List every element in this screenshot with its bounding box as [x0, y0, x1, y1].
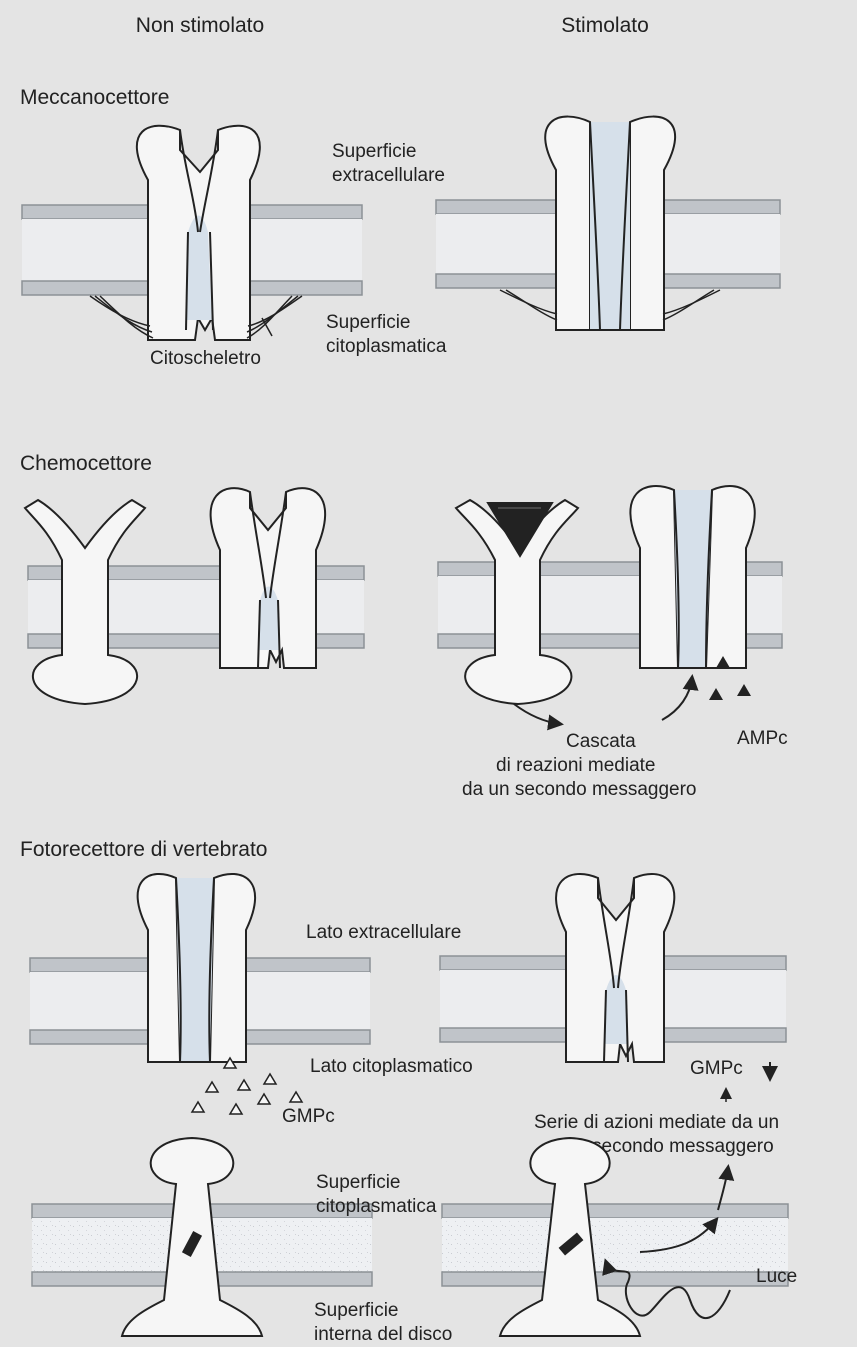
label-cascade-line1: Cascata — [566, 731, 636, 752]
section-title-photoreceptor: Fotorecettore di vertebrato — [20, 838, 267, 861]
chemo-left-channel-closed — [211, 488, 326, 668]
label-cytoskeleton: Citoscheletro — [150, 348, 261, 369]
photo-right-disc-membrane — [442, 1204, 788, 1286]
section-title-mechanoreceptor: Meccanocettore — [20, 86, 169, 109]
label-cytoplasmic-surface-line1: Superficie — [326, 312, 411, 333]
label-series-line1: Serie di azioni mediate da un — [534, 1112, 779, 1133]
label-cytoplasmic-side: Lato citoplasmatico — [310, 1056, 473, 1077]
cascade-arrow-right — [662, 678, 692, 720]
label-cgmp-left: GMPc — [282, 1106, 335, 1127]
photo-right-channel-closed — [556, 874, 674, 1062]
label-extracellular-surface-line2: extracellulare — [332, 165, 445, 186]
column-header-stimulated: Stimolato — [561, 14, 649, 37]
label-cascade-line2: di reazioni mediate — [496, 755, 655, 776]
mechano-left-channel-closed — [137, 126, 260, 340]
label-cytoplasmic-surface-disc-line1: Superficie — [316, 1172, 401, 1193]
label-inner-disc-line2: interna del disco — [314, 1324, 452, 1345]
section-title-chemoreceptor: Chemocettore — [20, 452, 152, 475]
chemo-right-channel-open — [630, 486, 754, 668]
cascade-arrow-left — [514, 704, 560, 724]
label-inner-disc-line1: Superficie — [314, 1300, 399, 1321]
label-series-line2: secondo messaggero — [592, 1136, 774, 1157]
label-extracellular-surface-line1: Superficie — [332, 141, 417, 162]
label-extracellular-side: Lato extracellulare — [306, 922, 461, 943]
label-camp: AMPc — [737, 728, 788, 749]
label-cascade-line3: da un secondo messaggero — [462, 779, 697, 800]
label-cgmp-down: GMPc — [690, 1058, 743, 1079]
label-light: Luce — [756, 1266, 797, 1287]
column-header-unstimulated: Non stimolato — [136, 14, 264, 37]
label-cytoplasmic-surface-line2: citoplasmatica — [326, 336, 447, 357]
photo-left-channel-open — [138, 874, 255, 1062]
label-cytoplasmic-surface-disc-line2: citoplasmatica — [316, 1196, 437, 1217]
mechano-right-channel-open — [545, 117, 675, 330]
